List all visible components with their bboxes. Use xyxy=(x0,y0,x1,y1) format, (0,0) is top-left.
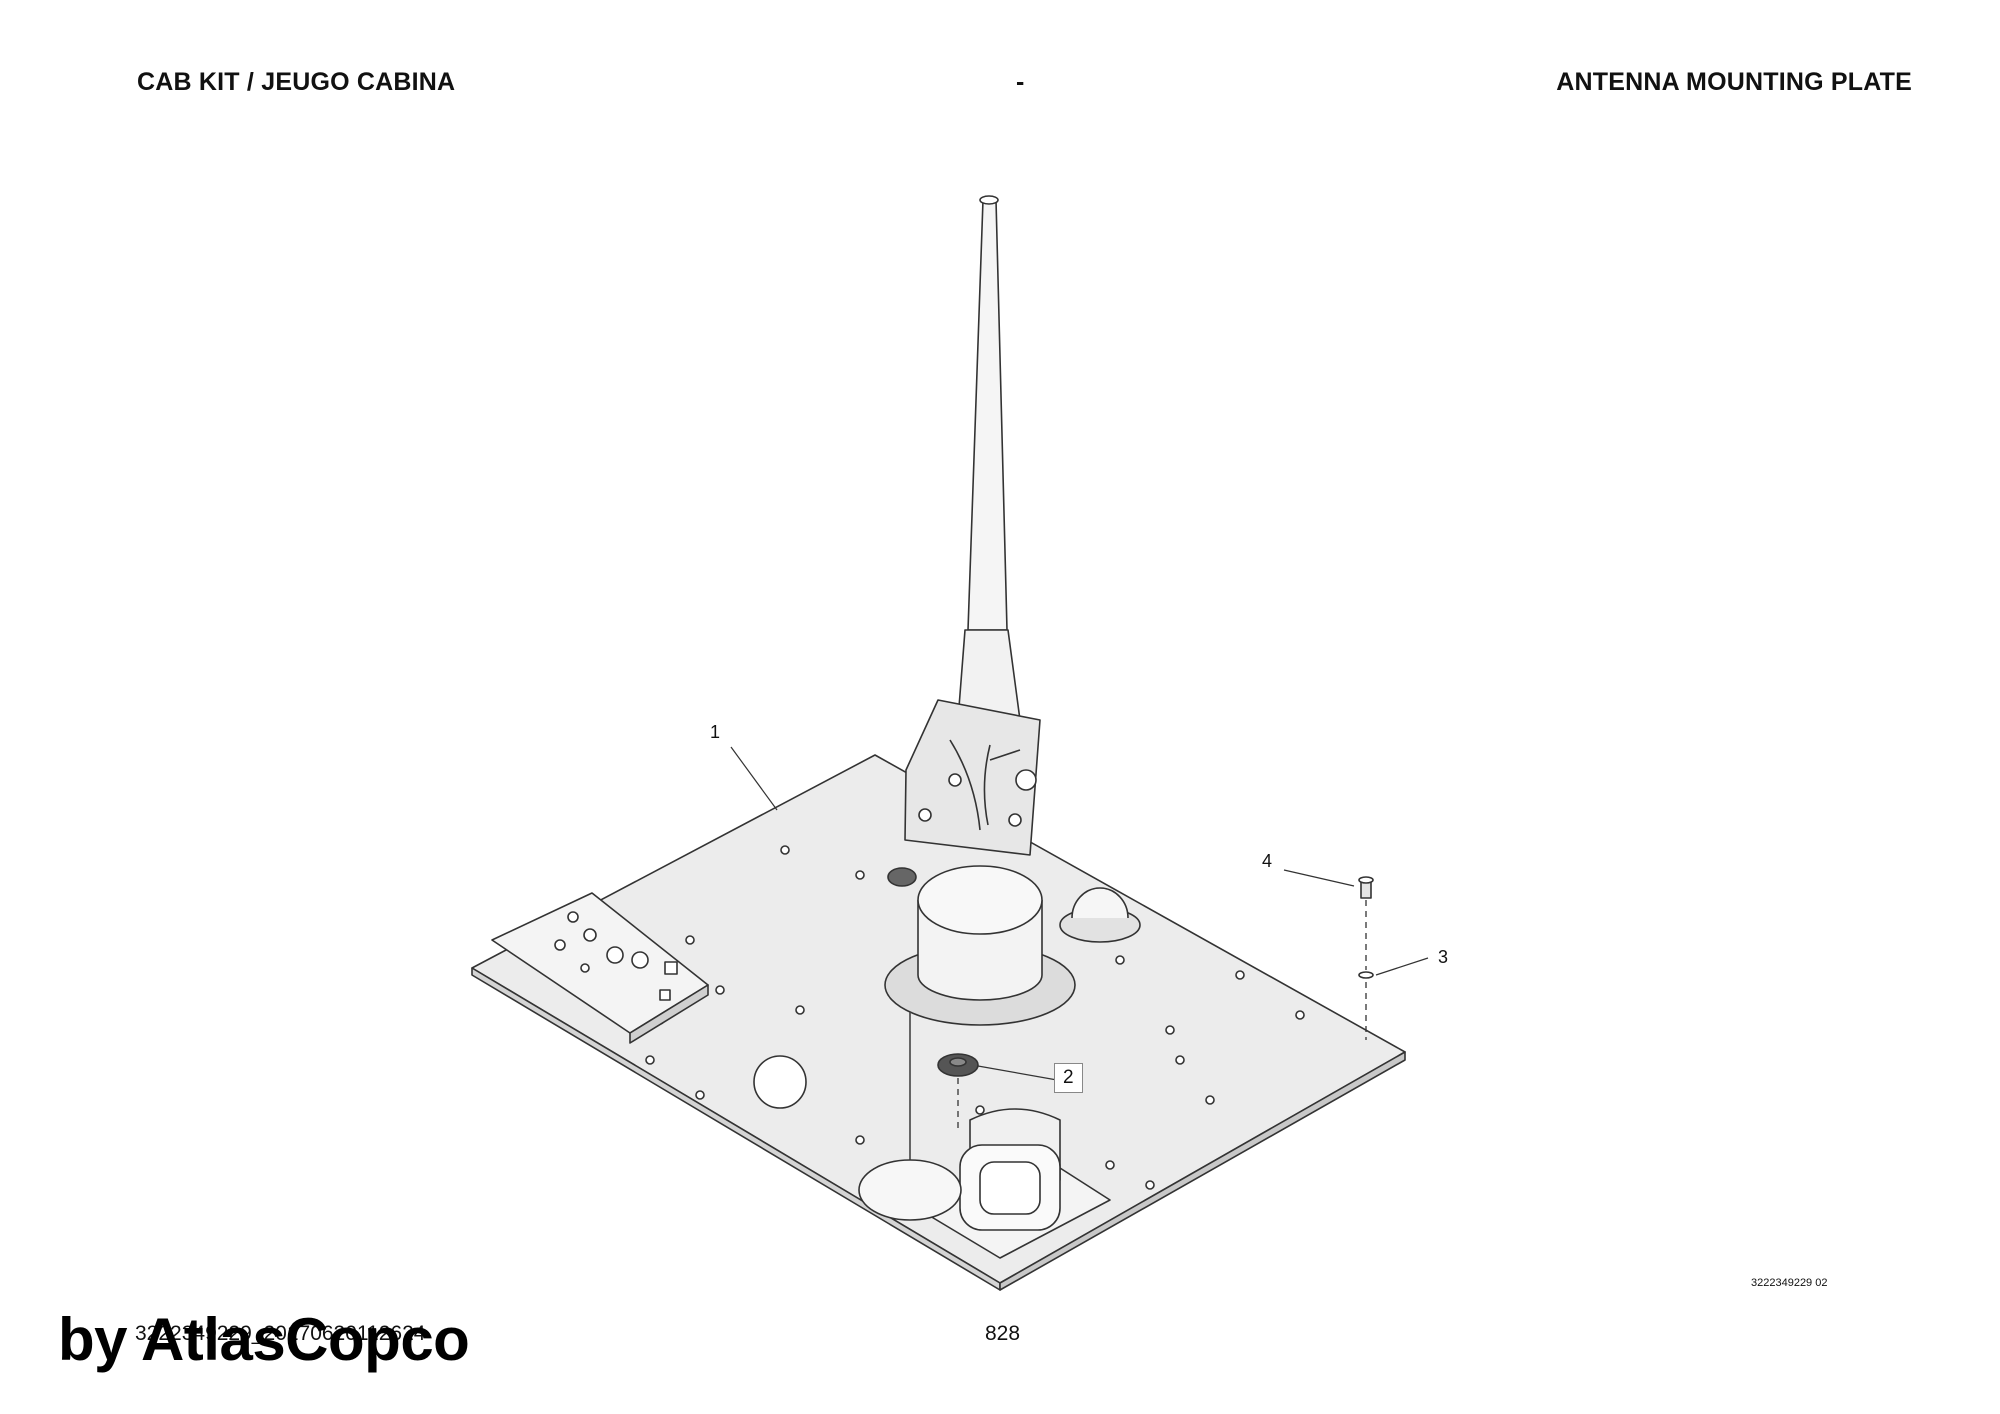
antenna xyxy=(904,195,1041,856)
dome-light xyxy=(1059,887,1141,943)
page-number: 828 xyxy=(985,1322,1021,1345)
work-light xyxy=(959,1108,1061,1231)
header-separator: - xyxy=(1016,68,1025,96)
document-id: 3222349229_20170620112624 xyxy=(135,1322,426,1345)
callout-4: 4 xyxy=(1262,851,1273,871)
callout-2: 2 xyxy=(1054,1063,1083,1093)
header-title-left: CAB KIT / JEUGO CABINA xyxy=(137,68,456,96)
screw-part xyxy=(1358,876,1374,899)
header-title-right: ANTENNA MOUNTING PLATE xyxy=(1556,68,1912,96)
washer-part xyxy=(1358,971,1374,979)
grommet-part xyxy=(937,1053,979,1077)
drawing-number: 3222349229 02 xyxy=(1751,1277,1828,1289)
callout-3: 3 xyxy=(1438,947,1449,967)
beacon-light xyxy=(884,865,1076,1026)
callout-1: 1 xyxy=(710,722,721,742)
watermark: by AtlasCopco xyxy=(58,1306,470,1373)
